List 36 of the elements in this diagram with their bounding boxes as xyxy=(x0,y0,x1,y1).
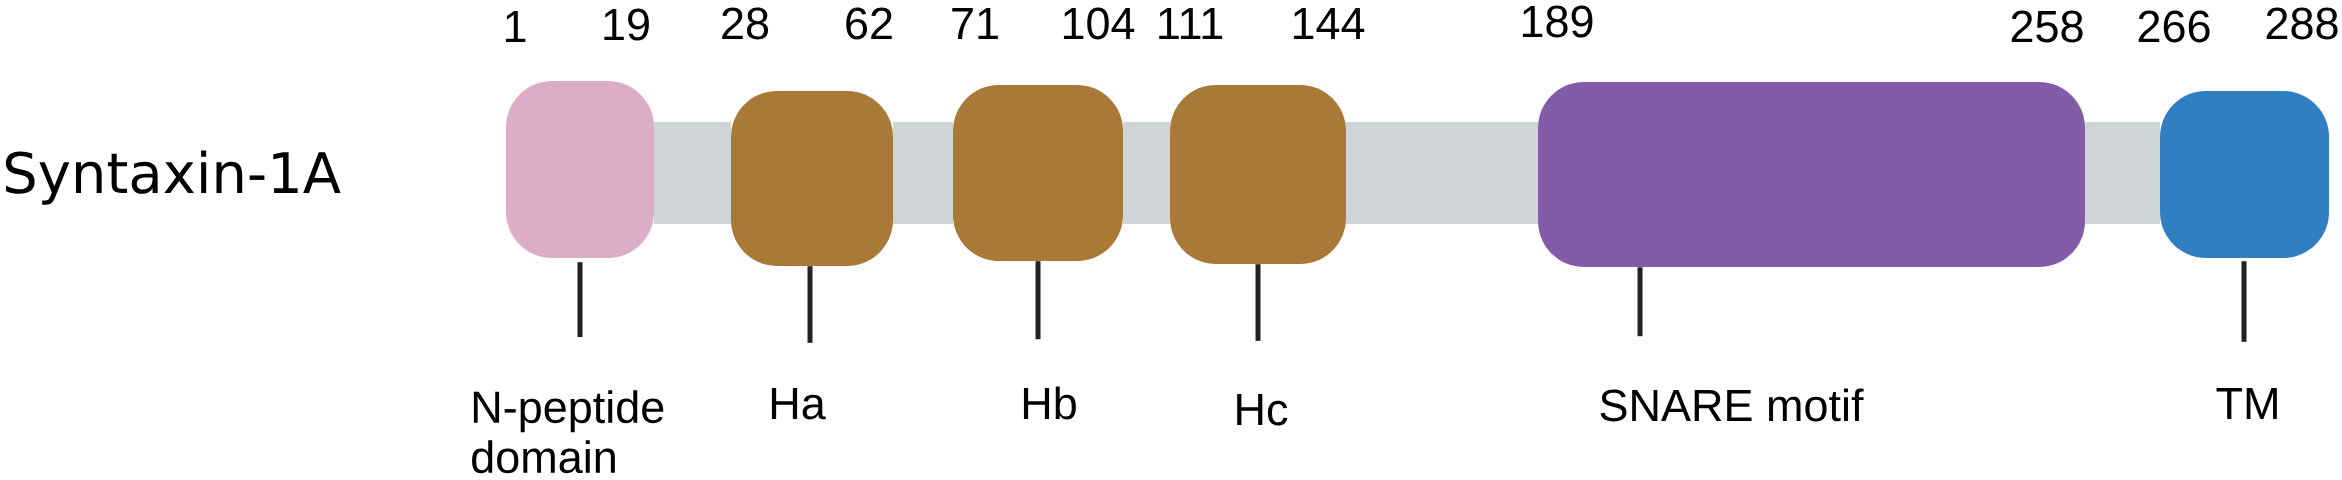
linker-bar xyxy=(2085,122,2160,224)
domain-box xyxy=(506,81,654,258)
linker-bar xyxy=(893,122,953,224)
residue-number: 62 xyxy=(846,7,892,40)
leader-line xyxy=(1035,261,1041,340)
residue-number: 189 xyxy=(1522,5,1593,38)
residue-number: 258 xyxy=(2011,10,2083,43)
domain-label: Hc xyxy=(1237,394,1288,426)
domain-label: N-peptide domain xyxy=(472,390,664,474)
residue-number: 19 xyxy=(604,8,649,41)
residue-number: 111 xyxy=(1159,8,1223,39)
domain-box xyxy=(2160,91,2329,258)
leader-line xyxy=(1637,267,1643,337)
domain-box xyxy=(953,85,1123,261)
residue-number: 1 xyxy=(505,11,526,42)
domain-label: Ha xyxy=(771,388,826,420)
leader-line xyxy=(1255,264,1261,341)
residue-number: 104 xyxy=(1063,7,1135,40)
residue-number: 71 xyxy=(952,8,998,39)
protein-name: Syntaxin-1A xyxy=(5,150,341,205)
leader-line xyxy=(2241,261,2247,342)
residue-number: 288 xyxy=(2266,7,2338,40)
leader-line xyxy=(577,262,583,337)
residue-number: 144 xyxy=(1293,8,1365,39)
residue-number: 266 xyxy=(2138,10,2210,43)
domain-label: TM xyxy=(2216,388,2277,419)
domain-label: SNARE motif xyxy=(1600,388,1864,422)
leader-line xyxy=(807,266,813,343)
domain-box xyxy=(1170,85,1346,264)
residue-number: 28 xyxy=(722,7,769,40)
linker-bar xyxy=(654,122,731,224)
linker-bar xyxy=(1123,122,1170,224)
domain-box xyxy=(731,91,893,266)
domain-box xyxy=(1538,82,2085,267)
domain-label: Hb xyxy=(1023,386,1076,420)
linker-bar xyxy=(1346,122,1538,224)
